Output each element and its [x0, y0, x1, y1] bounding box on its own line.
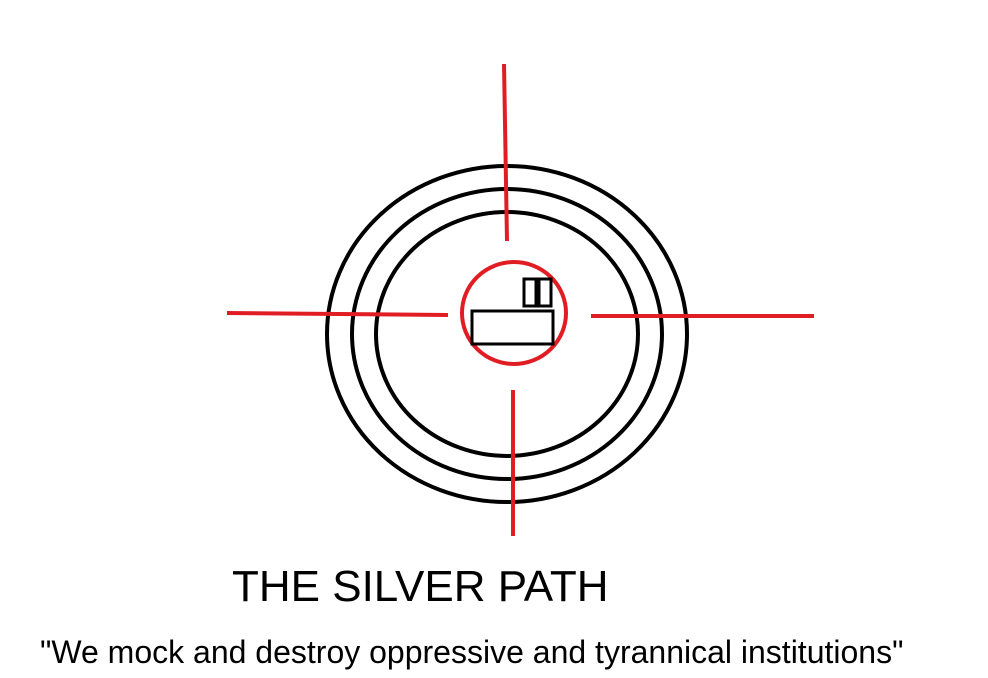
organization-title: THE SILVER PATH: [232, 562, 609, 611]
factory-chimney-left: [522, 277, 538, 308]
factory-chimney-right: [537, 277, 553, 308]
inner-ring: [374, 210, 640, 458]
crosshair-left: [226, 311, 449, 317]
crosshair-top: [502, 63, 509, 242]
crosshair-icon: [226, 63, 814, 536]
factory-icon: [470, 277, 555, 346]
factory-building: [470, 309, 555, 346]
center-circle: [460, 260, 568, 366]
motto-quote: "We mock and destroy oppressive and tyra…: [40, 634, 904, 670]
